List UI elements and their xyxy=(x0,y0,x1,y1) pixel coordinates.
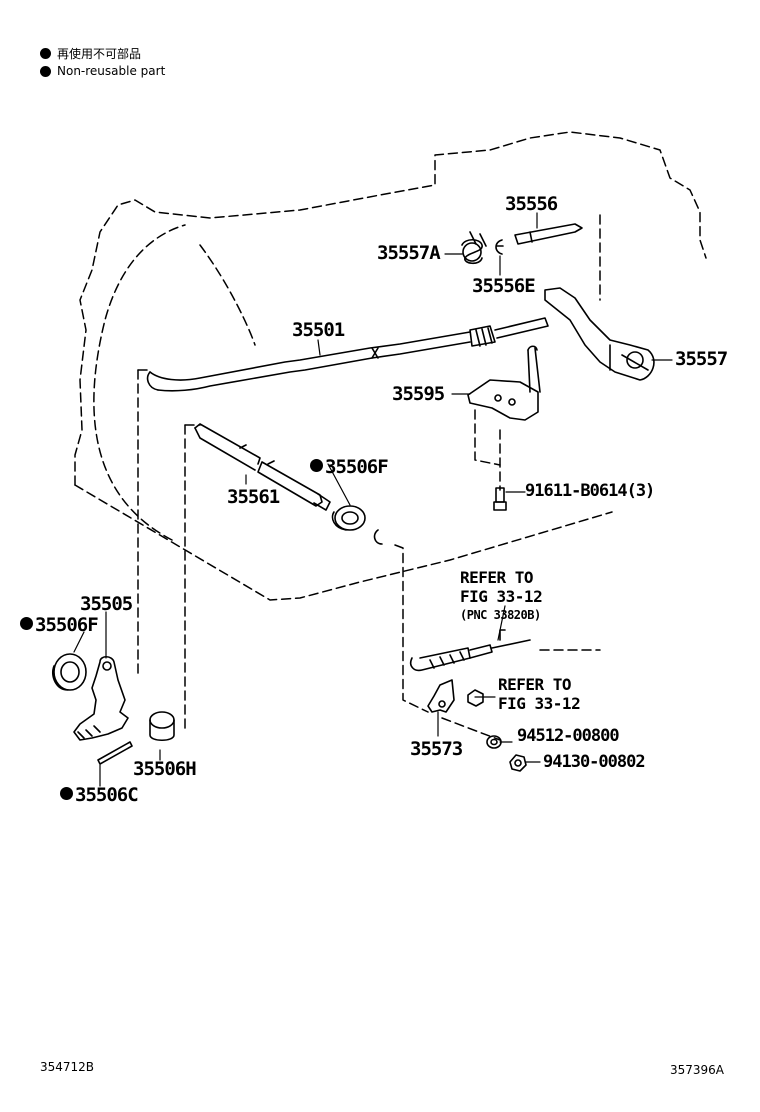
refer-line-2: FIG 33-12 xyxy=(498,694,581,713)
refer-note-cable[interactable]: REFER TO FIG 33-12 (PNC 33820B) xyxy=(460,568,543,625)
spring-35557A xyxy=(461,231,487,265)
collar-35506H xyxy=(149,711,175,742)
bracket-35573 xyxy=(427,679,455,713)
part-label-35561[interactable]: 35561 xyxy=(227,486,280,508)
part-label-35506F-upper[interactable]: 35506F xyxy=(310,456,389,478)
pin-35506C xyxy=(97,741,133,765)
nut-refer xyxy=(467,689,484,707)
part-label-35557A[interactable]: 35557A xyxy=(377,242,441,264)
bolt-91611 xyxy=(493,487,507,511)
legend-text-jp: 再使用不可部品 xyxy=(57,47,142,61)
pin-35556 xyxy=(514,223,583,245)
part-label-91611[interactable]: 91611-B0614(3) xyxy=(525,481,655,501)
transmission-case-outline xyxy=(74,131,707,741)
part-number-text: 35506F xyxy=(325,456,389,478)
oil-seal-35506F-lower xyxy=(52,653,87,691)
bracket-35595 xyxy=(467,345,541,421)
part-label-35556[interactable]: 35556 xyxy=(505,193,558,215)
lever-35557 xyxy=(544,287,655,381)
part-number-text: 35506C xyxy=(75,784,139,806)
part-label-35573[interactable]: 35573 xyxy=(410,738,463,760)
part-number-text: 35506F xyxy=(35,614,99,636)
e-clip-35556E xyxy=(495,239,504,255)
non-reusable-dot-icon xyxy=(40,48,51,59)
detent-lever-35505 xyxy=(73,655,129,741)
refer-line-2: FIG 33-12 xyxy=(460,587,543,606)
refer-line-1: REFER TO xyxy=(498,675,572,694)
part-label-35506H[interactable]: 35506H xyxy=(133,758,197,780)
part-label-35506F-lower[interactable]: 35506F xyxy=(20,614,99,636)
part-label-35595[interactable]: 35595 xyxy=(392,383,445,405)
part-label-35557[interactable]: 35557 xyxy=(675,348,728,370)
legend-non-reusable-en: Non-reusable part xyxy=(40,64,165,78)
shift-rod-35501 xyxy=(146,317,549,392)
shaft-35561 xyxy=(194,423,331,511)
legend-text-en: Non-reusable part xyxy=(57,64,166,78)
part-label-35505[interactable]: 35505 xyxy=(80,593,133,615)
illustration-code-left: 354712B xyxy=(40,1060,95,1074)
nut-94130 xyxy=(509,754,527,772)
part-label-94130[interactable]: 94130-00802 xyxy=(543,752,646,772)
non-reusable-dot-icon xyxy=(40,65,51,77)
refer-line-1: REFER TO xyxy=(460,568,534,587)
part-label-35501[interactable]: 35501 xyxy=(292,319,345,341)
non-reusable-dot-icon xyxy=(310,459,323,472)
non-reusable-dot-icon xyxy=(20,617,33,630)
refer-line-3: (PNC 33820B) xyxy=(460,608,541,622)
illustration-code-right: 357396A xyxy=(670,1063,725,1077)
o-ring xyxy=(373,529,383,545)
legend-non-reusable-jp: 再使用不可部品 xyxy=(40,45,141,62)
cable-end xyxy=(409,629,531,672)
non-reusable-dot-icon xyxy=(60,787,73,800)
oil-seal-35506F-upper xyxy=(331,505,366,531)
refer-note-nut[interactable]: REFER TO FIG 33-12 xyxy=(498,675,581,713)
part-label-94512[interactable]: 94512-00800 xyxy=(517,726,620,746)
part-label-35556E[interactable]: 35556E xyxy=(472,275,536,297)
leader-lines xyxy=(73,212,673,787)
part-label-35506C[interactable]: 35506C xyxy=(60,784,139,806)
